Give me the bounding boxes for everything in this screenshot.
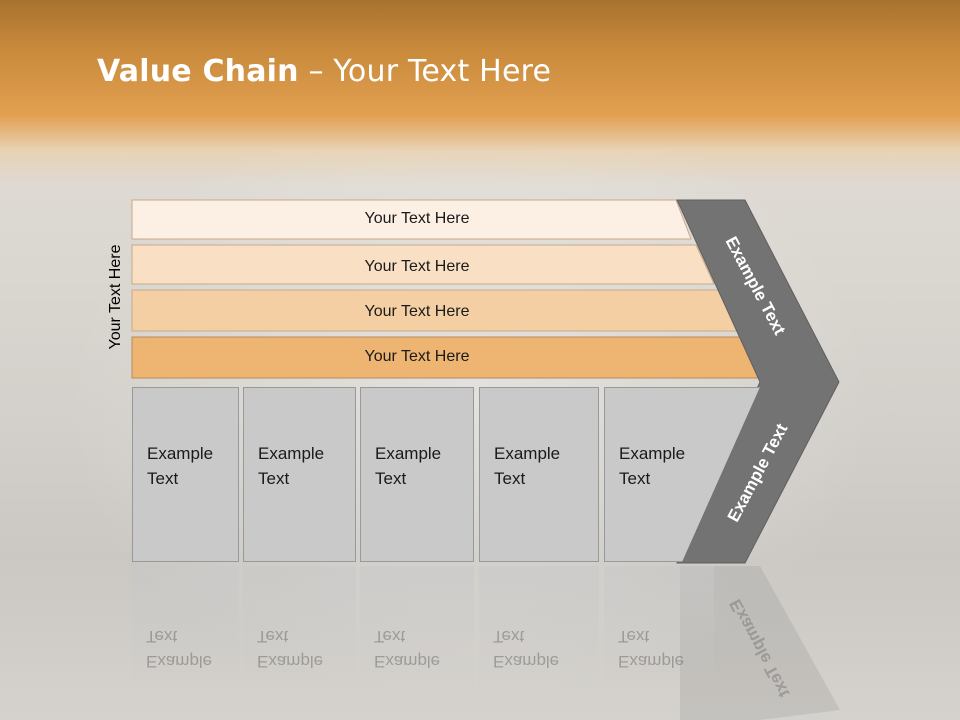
- box-reflection-3: Example Text: [360, 566, 474, 696]
- reflection-text: Example Text: [374, 627, 441, 671]
- title-rest: – Your Text Here: [298, 54, 552, 89]
- example-box-text: Example Text: [258, 444, 325, 488]
- example-box-text: Example Text: [494, 444, 561, 488]
- chevron-arrow[interactable]: [676, 199, 840, 564]
- title-bold: Value Chain: [97, 54, 299, 89]
- example-box-text: Example Text: [375, 444, 442, 488]
- reflection-text: Example Text: [146, 627, 213, 671]
- row-shape-4[interactable]: [131, 336, 763, 379]
- box-reflection-4: Example Text: [479, 566, 599, 696]
- row-shape-3[interactable]: [131, 289, 739, 332]
- box-reflection-2: Example Text: [243, 566, 356, 696]
- box-reflection-5: Example Text: [604, 566, 714, 696]
- box-reflection-1: Example Text: [132, 566, 239, 696]
- example-box-1[interactable]: Example Text: [132, 387, 239, 562]
- reflection-text: Example Text: [257, 627, 324, 671]
- example-box-text: Example Text: [619, 444, 686, 488]
- chevron-reflection: [680, 566, 840, 720]
- example-box-3[interactable]: Example Text: [360, 387, 474, 562]
- example-box-2[interactable]: Example Text: [243, 387, 356, 562]
- example-box-text: Example Text: [147, 444, 214, 488]
- row-shape-2[interactable]: [131, 244, 715, 285]
- slide-title[interactable]: Value Chain – Your Text Here: [97, 54, 551, 89]
- reflection-text: Example Text: [493, 627, 560, 671]
- example-box-4[interactable]: Example Text: [479, 387, 599, 562]
- row-shape-1[interactable]: [131, 199, 692, 240]
- reflection-text: Example Text: [618, 627, 685, 671]
